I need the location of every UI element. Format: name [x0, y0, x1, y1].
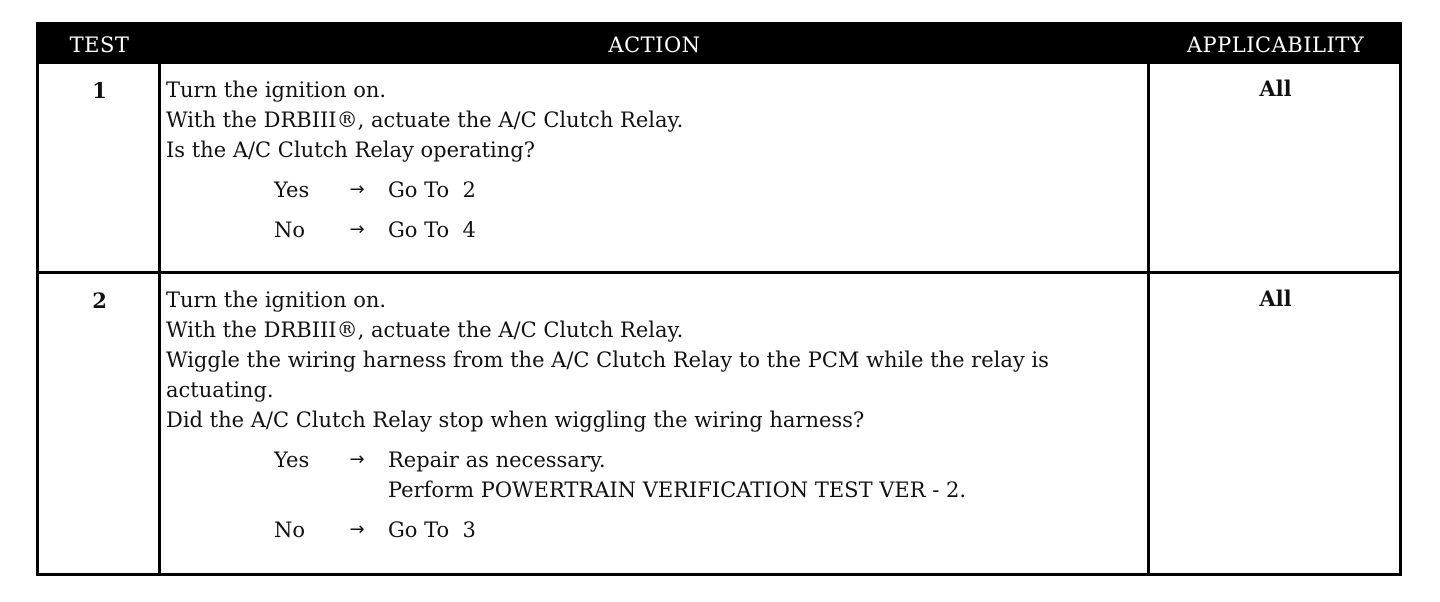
action-step: Is the A/C Clutch Relay operating? — [166, 138, 535, 162]
answer-text: Go To 4 — [388, 218, 476, 242]
action-cell: Turn the ignition on. With the DRBIII®, … — [166, 285, 1141, 545]
answer-no: No → Go To 3 — [274, 515, 1141, 545]
answer-text: Perform POWERTRAIN VERIFICATION TEST VER… — [388, 478, 967, 502]
column-divider-applicability — [1147, 64, 1150, 576]
answer-text: Go To 2 — [388, 178, 476, 202]
answer-text: Go To 3 — [388, 518, 476, 542]
table-header: TEST ACTION APPLICABILITY — [39, 25, 1399, 64]
answer-yes: Yes → Go To 2 — [274, 175, 1141, 205]
answer-body: Go To 2 — [388, 175, 1141, 205]
applicability-value: All — [1259, 286, 1292, 311]
answer-no: No → Go To 4 — [274, 215, 1141, 245]
action-step: With the DRBIII®, actuate the A/C Clutch… — [166, 318, 684, 342]
answer-label: No — [274, 218, 306, 242]
diagnostic-table: TEST ACTION APPLICABILITY 1 Turn the ign… — [36, 22, 1402, 576]
applicability-value: All — [1259, 76, 1292, 101]
action-step: With the DRBIII®, actuate the A/C Clutch… — [166, 108, 684, 132]
arrow-right-icon: → — [349, 179, 365, 200]
row-divider — [39, 271, 1399, 274]
answer-label: Yes — [274, 448, 310, 472]
answer-body: Go To 3 — [388, 515, 1141, 545]
column-divider-test — [158, 64, 161, 576]
answer-body: Go To 4 — [388, 215, 1141, 245]
table-row: 1 Turn the ignition on. With the DRBIII®… — [39, 64, 1399, 271]
arrow-right-icon: → — [349, 449, 365, 470]
test-number: 2 — [92, 288, 107, 313]
answer-body: Repair as necessary. Perform POWERTRAIN … — [388, 445, 1141, 505]
answer-label: No — [274, 518, 306, 542]
action-step: Turn the ignition on. — [166, 78, 387, 102]
arrow-right-icon: → — [349, 219, 365, 240]
answer-yes: Yes → Repair as necessary. Perform POWER… — [274, 445, 1141, 505]
test-number: 1 — [92, 78, 107, 103]
header-action: ACTION — [608, 33, 701, 57]
action-step: Did the A/C Clutch Relay stop when wiggl… — [166, 408, 865, 432]
answer-label: Yes — [274, 178, 310, 202]
action-cell: Turn the ignition on. With the DRBIII®, … — [166, 75, 1141, 245]
action-step: Wiggle the wiring harness from the A/C C… — [166, 348, 1049, 402]
action-step: Turn the ignition on. — [166, 288, 387, 312]
arrow-right-icon: → — [349, 519, 365, 540]
header-applicability: APPLICABILITY — [1186, 33, 1365, 57]
answer-list: Yes → Repair as necessary. Perform POWER… — [274, 445, 1141, 545]
header-test: TEST — [69, 33, 130, 57]
table-row: 2 Turn the ignition on. With the DRBIII®… — [39, 274, 1399, 576]
answer-list: Yes → Go To 2 No → Go To 4 — [274, 175, 1141, 245]
answer-text: Repair as necessary. — [388, 448, 606, 472]
